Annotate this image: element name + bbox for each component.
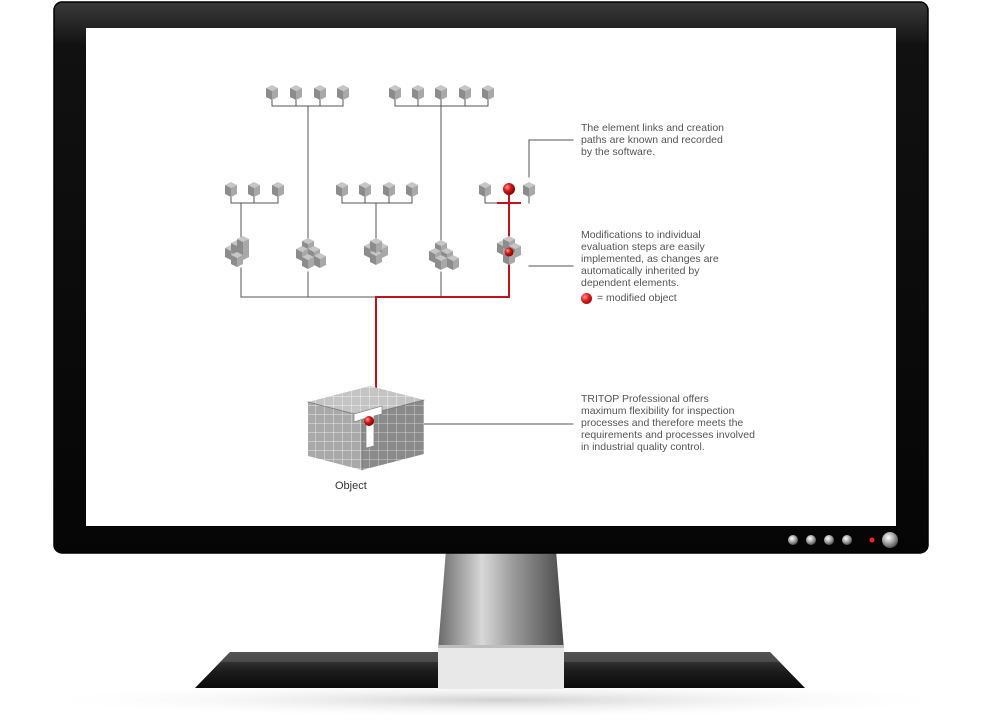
composite-element-5 bbox=[497, 236, 521, 265]
power-button bbox=[882, 532, 898, 548]
power-led bbox=[869, 537, 875, 543]
floor-shadow bbox=[28, 682, 968, 718]
stand-neck-front bbox=[438, 645, 564, 689]
object-block bbox=[307, 386, 425, 471]
legend-label: = modified object bbox=[597, 292, 677, 304]
annotation-modifications: Modifications to individual evaluation s… bbox=[581, 229, 719, 289]
modification-path bbox=[375, 195, 521, 396]
legend: = modified object bbox=[581, 292, 677, 304]
monitor-button-3 bbox=[824, 535, 834, 545]
modified-object-icon bbox=[581, 292, 592, 304]
screen bbox=[86, 28, 896, 526]
annotation-links: The element links and creation paths are… bbox=[581, 122, 724, 158]
diagram bbox=[225, 85, 574, 471]
object-label: Object bbox=[335, 480, 367, 492]
modified-object-marker bbox=[503, 183, 515, 195]
annotation-tritop: TRITOP Professional offers maximum flexi… bbox=[581, 393, 755, 453]
monitor-button-1 bbox=[788, 535, 798, 545]
monitor-button-4 bbox=[842, 535, 852, 545]
stand-neck bbox=[438, 550, 564, 650]
cube-row-mid-a bbox=[225, 182, 284, 197]
monitor-button-2 bbox=[806, 535, 816, 545]
